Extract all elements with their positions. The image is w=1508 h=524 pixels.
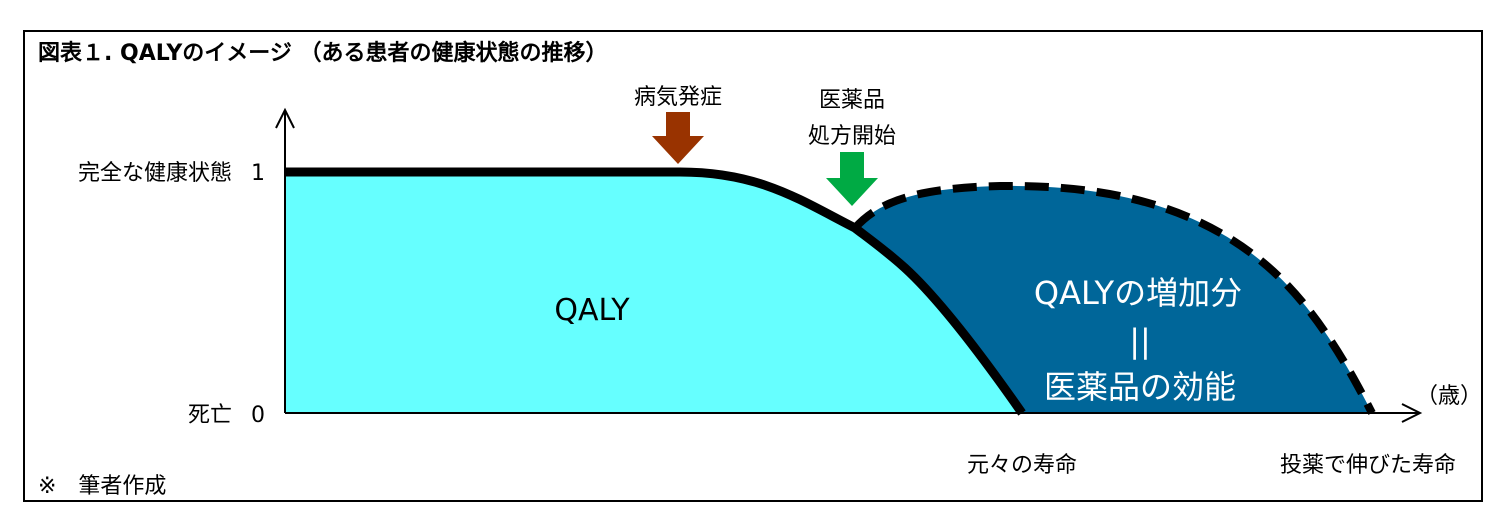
qaly-region-label: QALY — [554, 293, 630, 328]
treatment-label-line2: 処方開始 — [808, 124, 896, 149]
gain-region-label-line3: 医薬品の効能 — [1044, 368, 1236, 406]
original-lifespan-label: 元々の寿命 — [967, 453, 1077, 478]
treatment-label-line1: 医薬品 — [819, 88, 885, 113]
onset-arrow-icon — [652, 112, 704, 164]
x-axis-arrowhead — [1401, 403, 1423, 423]
x-unit-label: （歳） — [1416, 384, 1482, 409]
y-axis-arrowhead — [275, 107, 295, 129]
figure-note: ※ 筆者作成 — [38, 474, 166, 499]
qaly-region — [285, 172, 1022, 413]
gain-region-label-line1: QALYの増加分 — [1034, 274, 1242, 312]
y-top-value: 1 — [251, 161, 265, 186]
treated-health-curve — [852, 181, 1376, 415]
original-health-curve — [285, 167, 1026, 416]
gain-region-label-line2: || — [1129, 322, 1151, 360]
treatment-arrow-icon — [826, 152, 878, 206]
extended-lifespan-label: 投薬で伸びた寿命 — [1280, 453, 1456, 478]
figure-frame — [23, 30, 1483, 502]
y-top-label: 完全な健康状態 — [78, 161, 232, 186]
figure-title: 図表１. QALYのイメージ （ある患者の健康状態の推移） — [38, 40, 608, 66]
y-bottom-label: 死亡 — [188, 403, 232, 428]
y-bottom-value: 0 — [251, 403, 265, 428]
onset-label: 病気発症 — [634, 85, 722, 110]
